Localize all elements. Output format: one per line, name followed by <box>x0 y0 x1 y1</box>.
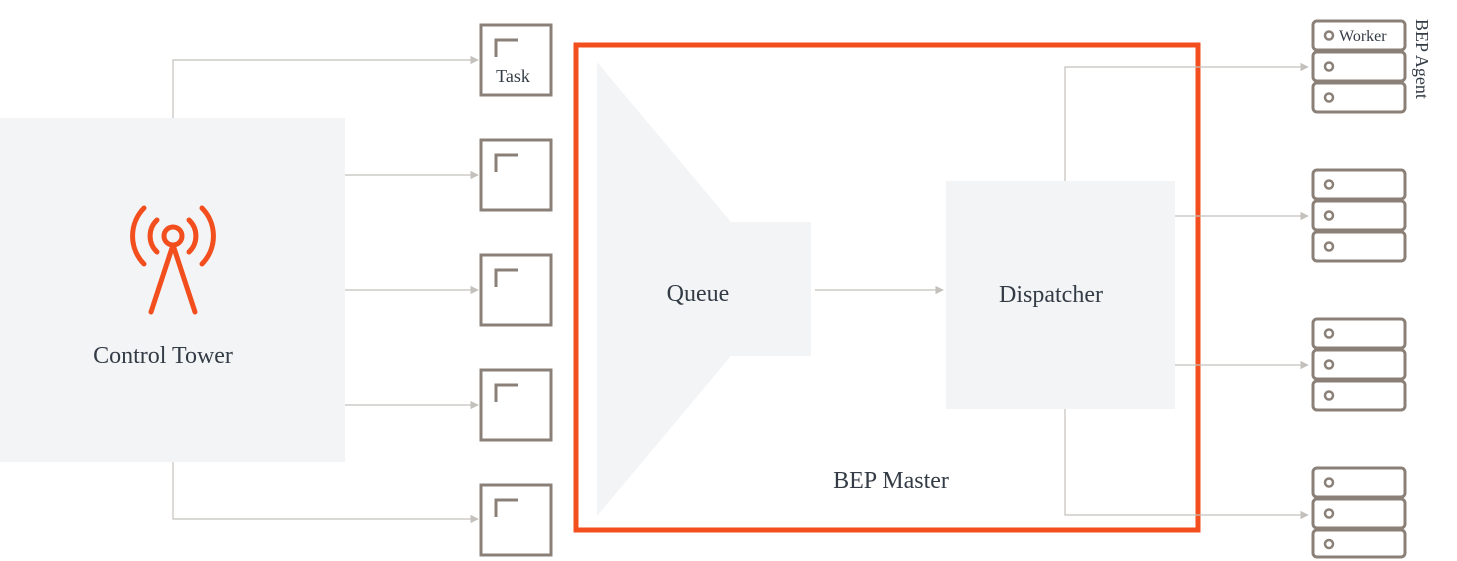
task-corner-icon <box>494 153 518 172</box>
task-corner-icon <box>494 383 518 402</box>
queue-funnel <box>597 62 811 516</box>
worker-label: Worker <box>1339 28 1387 45</box>
queue-label: Queue <box>667 281 730 307</box>
task-1: Task <box>479 23 553 97</box>
task-4 <box>479 368 553 442</box>
bep-agent-column: Worker BEP Agent <box>1311 19 1432 559</box>
tower-task-connectors <box>172 55 479 524</box>
worker-unit <box>1311 466 1407 499</box>
server-rack-icon <box>1311 168 1407 263</box>
task-column: Task <box>479 23 553 557</box>
connector-agent-1 <box>1064 62 1309 181</box>
worker-unit <box>1311 528 1407 559</box>
connector-task-5 <box>172 462 479 524</box>
task-corner-icon <box>494 498 518 517</box>
bep-master: Queue Dispatcher BEP Master <box>573 42 1201 533</box>
dispatcher-label: Dispatcher <box>999 282 1103 308</box>
worker-unit <box>1311 497 1407 530</box>
control-tower-node: Control Tower <box>0 118 345 462</box>
bep-master-label: BEP Master <box>833 468 949 494</box>
worker-unit <box>1311 379 1407 412</box>
connector-agent-4 <box>1064 409 1309 520</box>
worker-unit <box>1311 348 1407 381</box>
control-tower-panel <box>0 118 345 462</box>
task-corner-icon <box>494 268 518 287</box>
server-rack-icon <box>1311 466 1407 559</box>
bep-master-frame <box>573 42 1201 533</box>
task-corner-icon <box>494 38 518 57</box>
dispatcher-agent-connectors <box>1064 62 1309 520</box>
worker-unit <box>1311 19 1407 52</box>
worker-unit <box>1311 230 1407 263</box>
worker-unit <box>1311 81 1407 114</box>
control-tower-label: Control Tower <box>93 343 233 369</box>
task-3 <box>479 253 553 327</box>
bep-agent-label: BEP Agent <box>1412 19 1432 99</box>
server-rack-icon: Worker <box>1311 19 1407 114</box>
connector-task-1 <box>172 55 479 118</box>
dispatcher-panel <box>946 181 1175 409</box>
worker-unit <box>1311 168 1407 201</box>
radio-tower-icon <box>130 205 216 315</box>
task-5 <box>479 483 553 557</box>
worker-unit <box>1311 199 1407 232</box>
task-2 <box>479 138 553 212</box>
worker-unit <box>1311 50 1407 83</box>
worker-unit <box>1311 317 1407 350</box>
server-rack-icon <box>1311 317 1407 412</box>
task-label: Task <box>496 66 530 86</box>
